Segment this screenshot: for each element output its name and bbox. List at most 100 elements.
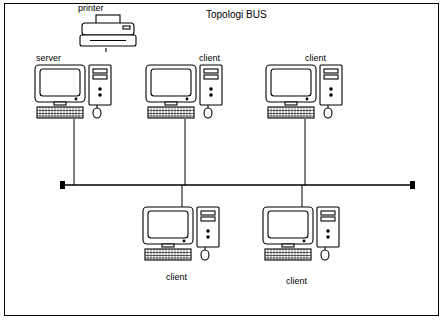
keyboard [268,107,314,118]
monitor [263,207,313,244]
mouse [93,108,101,118]
power-dot [303,240,305,242]
key-column [79,107,80,118]
printer-base [80,35,136,46]
power-dot [186,98,188,100]
key-column [283,107,284,118]
monitor-stand [282,244,294,247]
power-dot [306,98,308,100]
mouse [324,108,332,118]
computer-icon [263,207,339,260]
drive-slot [93,69,107,73]
key-column [58,107,59,118]
computer-icon [143,207,219,260]
key-column [61,107,62,118]
terminator [410,181,415,189]
key-column [49,107,50,118]
screen [148,211,188,238]
key-column [286,107,287,118]
printer-node: printer [78,2,138,48]
tower [197,207,219,247]
key-column [160,249,161,260]
device-label: printer [78,2,138,14]
power-button [327,230,329,232]
key-column [274,249,275,260]
screen [268,211,308,238]
keyboard [265,249,311,260]
key-column [175,107,176,118]
keyboard [37,107,83,118]
drive-slot [324,69,338,73]
key-column [154,249,155,260]
computer-picture [145,64,225,119]
device-label: client [145,52,227,64]
key-column [76,107,77,118]
key-column [73,107,74,118]
key-column [181,107,182,118]
client-node: client [142,206,224,283]
computer-picture [265,64,345,119]
printer-icon [80,15,136,46]
tower [89,65,111,105]
screen [40,69,80,96]
key-column [289,107,290,118]
monitor [146,65,196,102]
drive-slot [93,75,107,79]
key-column [157,107,158,118]
key-column [178,107,179,118]
tower [200,65,222,105]
key-column [151,107,152,118]
printer-picture [78,14,138,48]
key-column [292,107,293,118]
key-column [301,249,302,260]
drive-slot [204,69,218,73]
key-column [43,107,44,118]
client-node: client [265,52,347,119]
key-column [169,107,170,118]
mouse [201,250,209,260]
key-column [163,107,164,118]
device-label: client [265,52,347,64]
key-column [292,249,293,260]
power-button [207,236,209,238]
key-column [52,107,53,118]
drop-cable [74,119,75,185]
drive-slot [321,217,335,221]
key-column [160,107,161,118]
key-column [169,249,170,260]
monitor [143,207,193,244]
key-column [304,249,305,260]
key-column [184,249,185,260]
key-column [304,107,305,118]
computer-icon [146,65,222,118]
key-column [154,107,155,118]
drive-slot [201,211,215,215]
mouse [204,108,212,118]
drop-cable [302,185,303,207]
key-column [40,107,41,118]
key-column [166,107,167,118]
key-column [283,249,284,260]
client-node: client [262,206,344,287]
server-node: server [34,52,116,119]
key-column [286,249,287,260]
keyboard [148,107,194,118]
printer-panel [123,26,130,29]
key-column [178,249,179,260]
power-button [99,94,101,96]
key-column [298,107,299,118]
power-button [327,236,329,238]
key-column [175,249,176,260]
power-button [207,230,209,232]
key-column [295,249,296,260]
device-label: client [262,275,344,287]
key-column [190,107,191,118]
key-column [307,107,308,118]
key-column [166,249,167,260]
drive-slot [204,75,218,79]
drive-slot [201,217,215,221]
key-column [274,107,275,118]
drive-slot [321,211,335,215]
